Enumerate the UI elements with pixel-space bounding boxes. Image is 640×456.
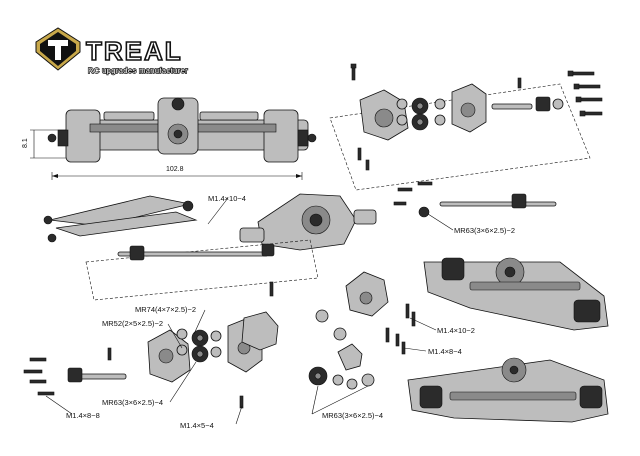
drive-shaft-long-right bbox=[439, 201, 557, 207]
label-m14x10-4: M1.4×10−4 bbox=[208, 194, 246, 203]
assembled-axle-right-lower bbox=[407, 357, 609, 423]
brand-name: TREAL bbox=[86, 36, 183, 66]
label-mr52: MR52(2×5×2.5)−2 bbox=[102, 319, 163, 328]
callout-leaders bbox=[45, 197, 454, 425]
dimension-length: 102.8 bbox=[166, 166, 184, 173]
label-mr63-bottom: MR63(3×6×2.5)−4 bbox=[322, 411, 383, 420]
label-mr63-left: MR63(3×6×2.5)−4 bbox=[102, 398, 163, 407]
brand-logo: TREAL RC upgrades manufacturer bbox=[35, 27, 188, 76]
callout-labels: M1.4×10−4 MR63(3×6×2.5)−2 MR74(4×7×2.5)−… bbox=[66, 194, 515, 430]
shield-t-logo-icon bbox=[35, 27, 81, 71]
screw-group-bottom-left bbox=[23, 281, 274, 409]
screw-group-top-right bbox=[350, 63, 603, 171]
link-arm-assembly bbox=[43, 195, 198, 243]
exploded-diff-top bbox=[329, 63, 603, 191]
exploded-knuckle-left bbox=[23, 281, 279, 409]
drive-shaft-short bbox=[491, 103, 533, 110]
label-mr74: MR74(4×7×2.5)−2 bbox=[135, 305, 196, 314]
assembled-axle-right-upper bbox=[423, 257, 609, 331]
dimension-height: 8.1 bbox=[22, 138, 29, 148]
label-mr63-upper: MR63(3×6×2.5)−2 bbox=[454, 226, 515, 235]
long-drive-shaft-left bbox=[85, 239, 319, 301]
label-m14x8-8: M1.4×8−8 bbox=[66, 411, 100, 420]
bearing-icon bbox=[418, 206, 430, 218]
label-m14x10-2: M1.4×10−2 bbox=[437, 326, 475, 335]
gear-stack-upper bbox=[396, 97, 446, 131]
exploded-pinion-center bbox=[308, 271, 416, 390]
brand-tagline: RC upgrades manufacturer bbox=[88, 66, 188, 75]
central-diff-housing bbox=[239, 181, 557, 251]
label-m14x8-4: M1.4×8−4 bbox=[428, 347, 462, 356]
assembled-axle-top-view: 8.1 102.8 bbox=[22, 97, 317, 180]
label-m14x5-4: M1.4×5−4 bbox=[180, 421, 214, 430]
gear-stack-lower bbox=[176, 328, 222, 363]
